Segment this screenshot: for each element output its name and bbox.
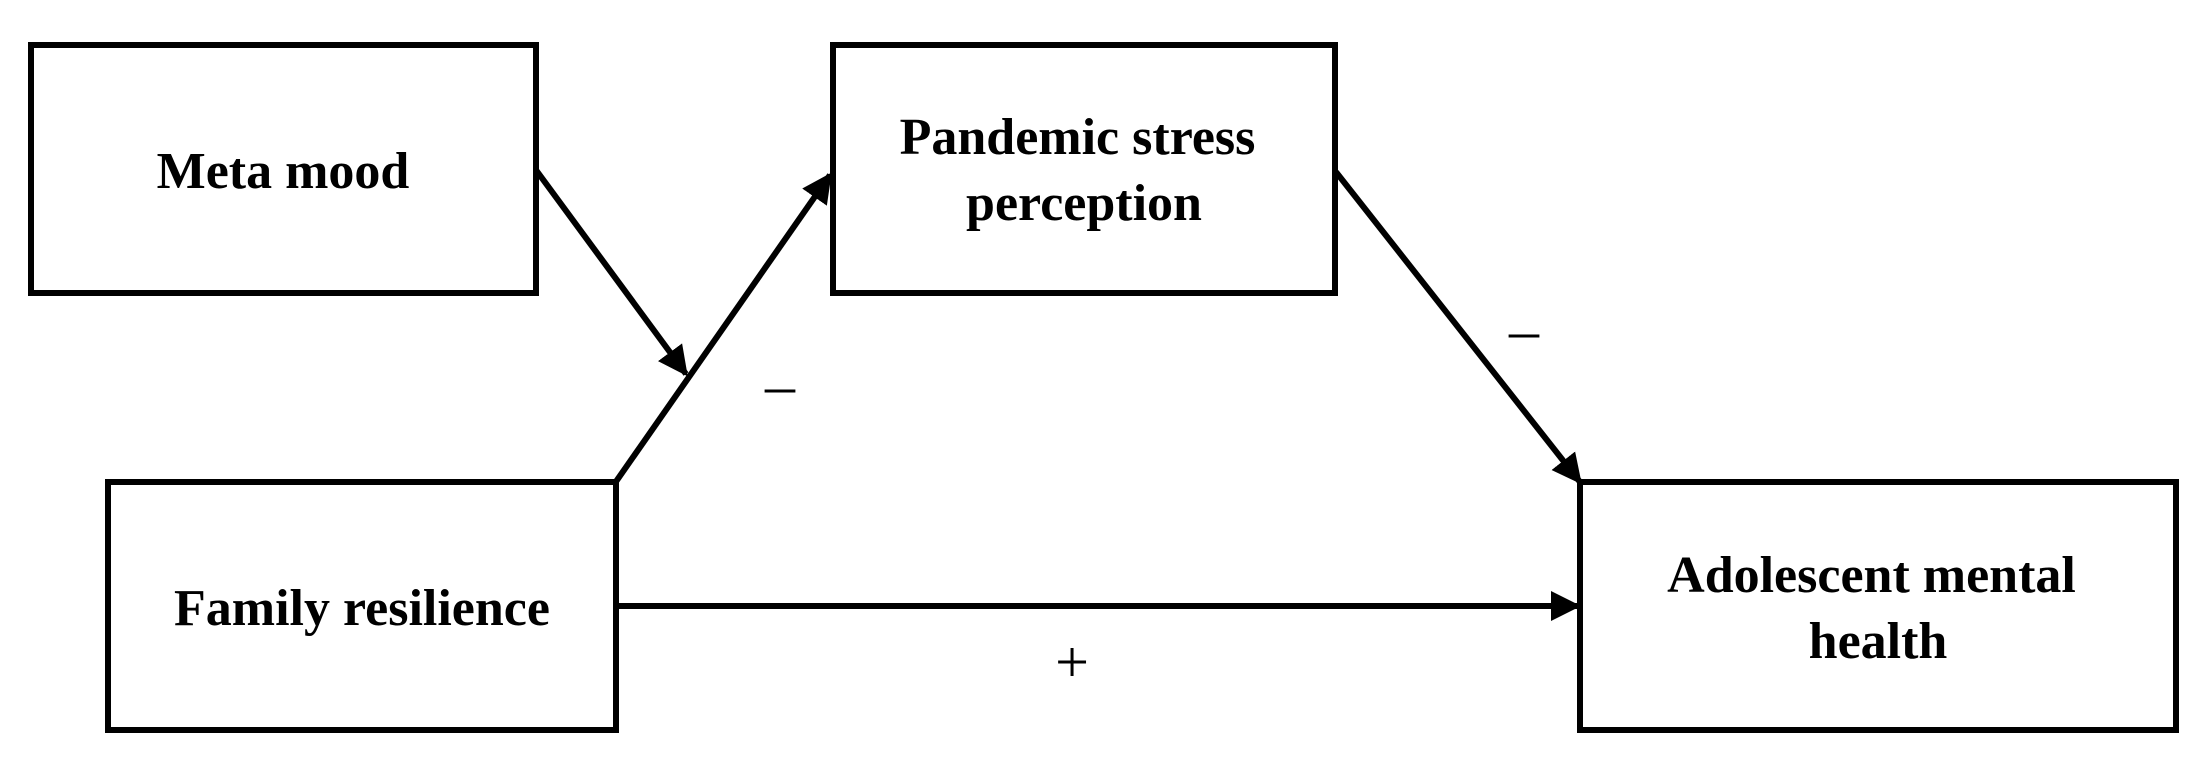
adolescent-health-box: Adolescent mental health bbox=[1577, 479, 2179, 733]
arrow-resilience-to-stress bbox=[612, 172, 833, 485]
svg-text:Pandemic stress percepti: Pandemic stress perception bbox=[900, 109, 1269, 232]
adolescent-health-label-line2: health bbox=[1809, 613, 1948, 670]
family-resilience-box: Family resilience bbox=[105, 479, 619, 733]
sign-resilience-to-stress: – bbox=[764, 352, 796, 418]
sign-resilience-to-health: + bbox=[1055, 629, 1089, 695]
pandemic-stress-box: Pandemic stress perception bbox=[830, 42, 1338, 296]
family-resilience-label: Family resilience bbox=[174, 580, 550, 637]
meta-mood-label: Meta mood bbox=[157, 143, 410, 200]
svg-text:Adolescent mental health: Adolescent mental health bbox=[1667, 547, 2089, 670]
svg-text:Family resilience: Family resilience bbox=[174, 580, 550, 637]
arrow-meta-mood-moderation bbox=[533, 168, 689, 377]
adolescent-health-label-line1: Adolescent mental bbox=[1667, 547, 2076, 604]
arrow-stress-to-health bbox=[1333, 170, 1583, 485]
pandemic-stress-label-line2: perception bbox=[966, 175, 1202, 232]
pandemic-stress-label-line1: Pandemic stress bbox=[900, 109, 1256, 166]
svg-text:Meta mood: Meta mood bbox=[157, 143, 410, 200]
meta-mood-box: Meta mood bbox=[28, 42, 539, 296]
sign-stress-to-health: – bbox=[1508, 297, 1540, 363]
